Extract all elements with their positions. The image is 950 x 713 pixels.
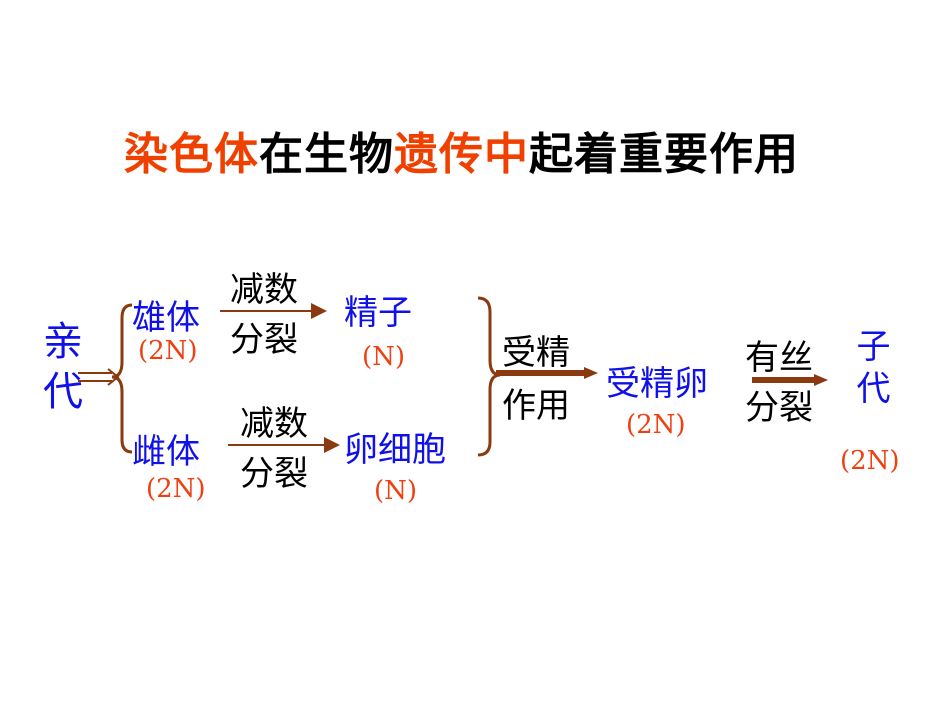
title-segment-heredity: 遗传中 (394, 129, 529, 180)
fertilization-arrow-icon (496, 367, 598, 379)
offspring-label: 子代 (850, 328, 890, 412)
meiosis-bottom-line2: 分裂 (240, 454, 308, 494)
mitosis-arrow-icon (752, 374, 828, 386)
right-brace-icon (477, 296, 501, 457)
sperm-label: 精子 (344, 293, 412, 333)
title-segment-important-role: 起着重要作用 (529, 129, 799, 180)
meiosis-top-line1: 减数 (230, 270, 298, 310)
zygote-label: 受精卵 (606, 364, 708, 404)
title-segment-in-organism: 在生物 (259, 129, 394, 180)
sperm-ploidy: (N) (362, 342, 406, 372)
parent-generation-label: 亲代 (36, 320, 82, 420)
female-ploidy: (2N) (146, 474, 206, 504)
meiosis-top-line2: 分裂 (230, 320, 298, 360)
zygote-ploidy: (2N) (626, 410, 686, 440)
slide-title: 染色体在生物遗传中起着重要作用 (124, 118, 799, 182)
offspring-ploidy: (2N) (840, 446, 900, 476)
egg-ploidy: (N) (374, 476, 418, 506)
mitosis-line2: 分裂 (745, 388, 813, 428)
left-brace-icon (111, 303, 133, 454)
mitosis-line1: 有丝 (745, 338, 813, 378)
fertilization-line2: 作用 (502, 386, 570, 426)
title-segment-chromosome: 染色体 (124, 129, 259, 180)
female-label: 雌体 (132, 432, 200, 472)
egg-label: 卵细胞 (344, 430, 446, 470)
parent-arrow-icon (78, 368, 120, 386)
male-ploidy: (2N) (138, 336, 198, 366)
meiosis-bottom-line1: 减数 (240, 404, 308, 444)
fertilization-line1: 受精 (502, 333, 570, 373)
male-label: 雄体 (132, 298, 200, 338)
